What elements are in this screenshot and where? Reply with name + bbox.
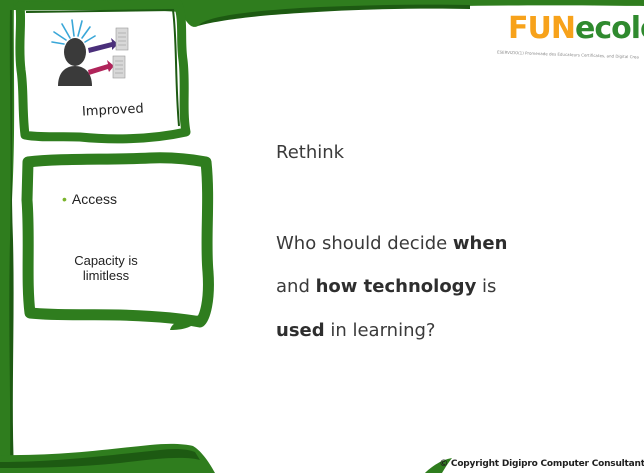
question-line-2: and how technology is [276, 276, 496, 297]
question-line-1-bold: when [452, 233, 508, 254]
spiky-hair [51, 19, 96, 45]
bottom-left-frame-shadow [0, 448, 200, 468]
question-line-1: Who should decide when [276, 233, 507, 254]
middle-box-frame [21, 152, 214, 328]
access-bullet-item: •Access [62, 191, 117, 207]
question-line-1-text: Who should decide [276, 233, 453, 254]
middle-box-swoosh [170, 315, 200, 330]
person-body [58, 66, 92, 86]
left-frame-edge-shadow [9, 10, 14, 473]
logo-fun: FUN [508, 11, 576, 46]
image-box-frame [15, 0, 191, 144]
funecole-logo: FUNecole® [508, 14, 644, 44]
bullet-icon: • [62, 191, 67, 207]
image-caption-improved: Improved [81, 101, 145, 120]
logo-ecole: ecole [574, 11, 644, 46]
copyright-notice: © Copyright Digipro Computer Consultants [439, 459, 644, 469]
idea-person-illustration [51, 19, 129, 86]
paper-stack-bottom [112, 55, 126, 79]
access-label: Access [71, 191, 118, 207]
image-box-frame-inner [25, 8, 180, 127]
question-line-2-text-c: is [476, 276, 497, 297]
question-line-3: used in learning? [276, 320, 435, 341]
crimson-arrow [88, 60, 114, 75]
paper-stack-top [115, 27, 129, 51]
bottom-right-swoosh [425, 458, 452, 473]
rethink-heading: Rethink [276, 142, 345, 163]
question-line-3-bold: used [276, 320, 325, 341]
question-line-2-text-a: and [276, 276, 316, 297]
top-frame-band-shadow [198, 4, 470, 26]
question-line-2-bold: how technology [315, 276, 477, 297]
purple-arrow [88, 38, 118, 53]
capacity-text: Capacity is limitless [74, 253, 138, 283]
person-head [64, 38, 86, 66]
question-line-3-text: in learning? [324, 320, 436, 341]
